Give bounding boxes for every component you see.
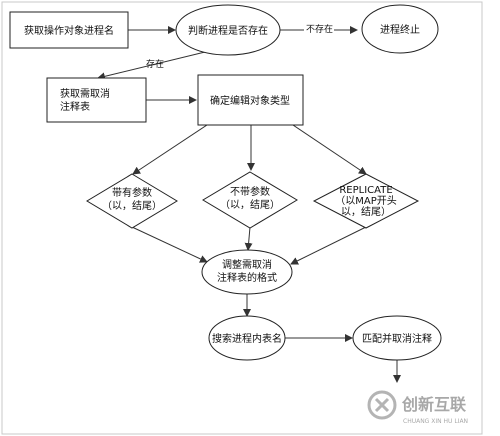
node-determine-type-label: 确定编辑对象类型 — [210, 94, 290, 107]
node-process-end-label: 进程终止 — [380, 23, 420, 36]
node-get-cancel-table-label-2: 注释表 — [60, 100, 90, 113]
node-get-cancel-table — [46, 77, 147, 123]
edge-type-to-with-params — [132, 122, 211, 175]
watermark-logo: 创新互联 CHUANG XIN HU LIAN — [367, 390, 468, 425]
diagram-frame — [1, 1, 483, 435]
node-adjust-format-label-2: 注释表的格式 — [217, 271, 277, 284]
watermark-brand: 创新互联 — [401, 395, 466, 414]
node-with-params-label-2: （以，结尾） — [102, 199, 162, 212]
node-no-params-label-1: 不带参数 — [230, 185, 270, 198]
node-search-table-label: 搜索进程内表名 — [212, 332, 282, 345]
node-replicate-label-1: REPLICATE — [339, 185, 392, 196]
node-adjust-format — [201, 249, 293, 295]
node-search-table — [208, 315, 286, 361]
node-get-cancel-table-label-1: 获取需取消 — [60, 87, 110, 100]
node-no-params-label-2: （以，结尾） — [220, 198, 280, 211]
node-replicate-label-3: 以，结尾） — [341, 205, 391, 218]
node-match-cancel — [352, 315, 442, 361]
node-adjust-format-label-1: 调整需取消 — [222, 258, 272, 271]
edge-type-to-replicate — [289, 122, 367, 175]
node-no-params — [202, 171, 298, 229]
node-determine-type — [197, 74, 304, 126]
node-check-exists-label: 判断进程是否存在 — [188, 24, 268, 37]
node-check-exists — [175, 4, 281, 56]
watermark-logo-icon — [367, 390, 397, 420]
watermark-logo-mark — [374, 397, 390, 413]
edge-label-bg — [304, 22, 334, 35]
node-replicate — [312, 173, 420, 229]
node-replicate-label-2: （以MAP开头 — [335, 195, 397, 207]
watermark-pinyin: CHUANG XIN HU LIAN — [403, 418, 468, 425]
node-process-end — [361, 4, 439, 54]
node-get-object-name-label: 获取操作对象进程名 — [24, 24, 114, 37]
edge-exists — [97, 51, 206, 81]
node-with-params — [86, 173, 178, 229]
edge-label-not-exists: 不存在 — [306, 23, 333, 35]
edge-replicate-to-adjust — [290, 226, 367, 265]
edge-with-params-to-adjust — [131, 226, 208, 263]
edge-label-exists: 存在 — [146, 58, 164, 70]
node-get-object-name — [9, 11, 129, 49]
node-with-params-label-1: 带有参数 — [112, 186, 152, 199]
node-match-cancel-label: 匹配并取消注释 — [362, 332, 432, 345]
edge-no-params-to-adjust — [244, 226, 253, 251]
